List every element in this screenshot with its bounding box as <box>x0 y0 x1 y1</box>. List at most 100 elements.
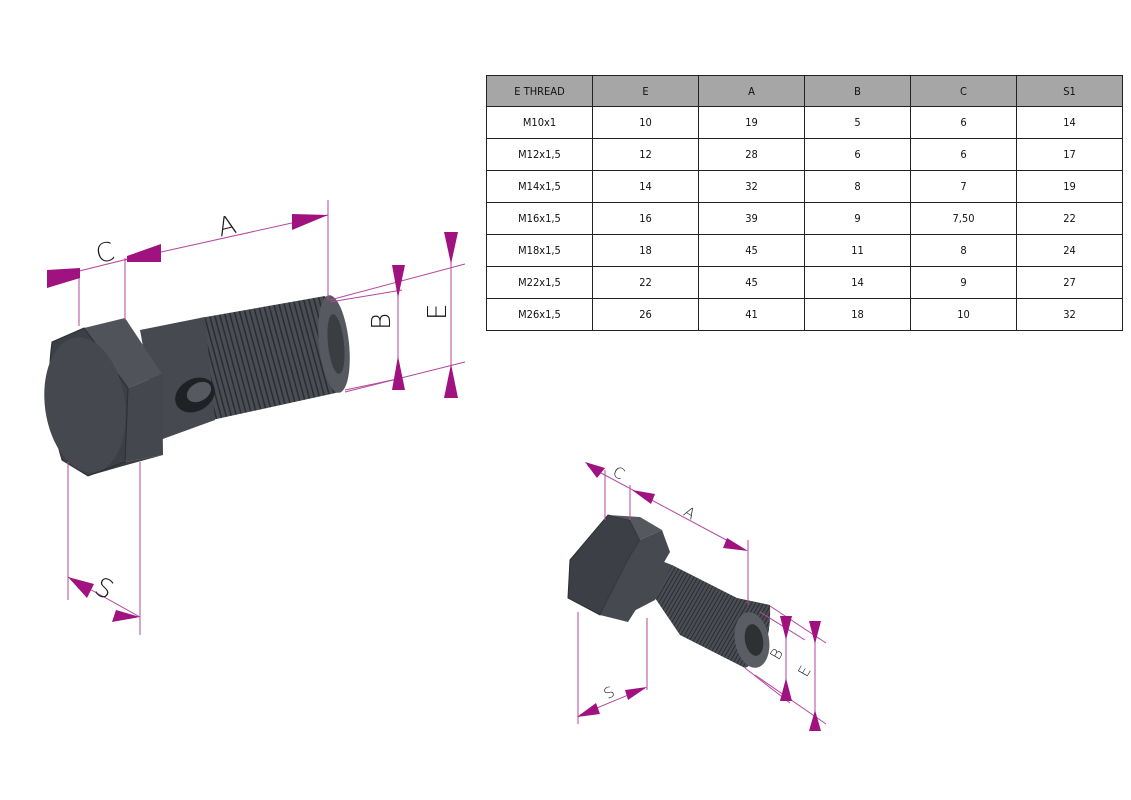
table-cell: 18 <box>804 298 911 331</box>
table-cell: 14 <box>1016 106 1123 139</box>
large-bolt-bore <box>327 314 345 374</box>
small-label-b: B <box>766 645 787 663</box>
table-cell: 10 <box>592 106 699 139</box>
small-arrow-s-left <box>577 703 600 717</box>
table-cell: M22x1,5 <box>486 266 593 299</box>
small-arrow-e-bottom <box>809 710 821 731</box>
large-label-c: C <box>93 237 118 271</box>
table-cell: M14x1,5 <box>486 170 593 203</box>
small-arrow-b-bottom <box>780 678 792 701</box>
table-cell: 8 <box>910 234 1017 267</box>
header-a: A <box>698 75 805 107</box>
arrow-b-top <box>392 265 405 298</box>
table-cell: 27 <box>1016 266 1123 299</box>
header-b: B <box>804 75 911 107</box>
table-cell: 10 <box>910 298 1017 331</box>
header-s1: S1 <box>1016 75 1123 107</box>
header-e: E <box>592 75 699 107</box>
small-arrow-a-left <box>632 490 655 504</box>
arrow-s-left <box>68 577 94 598</box>
table-cell: 22 <box>1016 202 1123 235</box>
dim-b-ext-top <box>329 289 403 303</box>
table-cell: 7 <box>910 170 1017 203</box>
table-cell: 19 <box>698 106 805 139</box>
table-header-row: E THREAD E A B C S1 <box>486 75 1123 107</box>
large-bolt-hex-side-top <box>84 318 162 388</box>
table-cell: 39 <box>698 202 805 235</box>
small-arrow-s-right <box>625 687 647 700</box>
arrow-c-right <box>127 244 161 262</box>
table-row: M26x1,5 26 41 18 10 32 <box>486 298 1123 331</box>
arrow-a-right <box>292 214 328 230</box>
table-cell: 6 <box>910 138 1017 171</box>
small-arrow-b-top <box>780 616 792 640</box>
table-row: M22x1,5 22 45 14 9 27 <box>486 266 1123 299</box>
dim-e-ext-bottom <box>344 361 466 393</box>
large-bolt-hex-side-mid <box>125 374 163 462</box>
table-row: M10x1 10 19 5 6 14 <box>486 106 1123 139</box>
small-dim-ca-line <box>587 465 746 551</box>
spec-table: E THREAD E A B C S1 M10x1 10 19 5 6 14 M… <box>486 75 1123 331</box>
table-cell: M16x1,5 <box>486 202 593 235</box>
small-arrow-a-right <box>723 538 748 551</box>
table-cell: 16 <box>592 202 699 235</box>
header-c: C <box>910 75 1017 107</box>
small-bolt-bore <box>744 624 764 656</box>
table-cell: 28 <box>698 138 805 171</box>
table-cell: M10x1 <box>486 106 593 139</box>
table-cell: M26x1,5 <box>486 298 593 331</box>
small-arrow-e-top <box>809 621 821 644</box>
arrow-c-left <box>47 268 80 288</box>
table-cell: 14 <box>592 170 699 203</box>
arrow-b-bottom <box>392 356 405 390</box>
small-bolt-hex-top <box>608 515 662 540</box>
table-cell: 32 <box>698 170 805 203</box>
table-cell: 32 <box>1016 298 1123 331</box>
table-cell: 6 <box>910 106 1017 139</box>
table-cell: 45 <box>698 234 805 267</box>
small-label-s: S <box>600 682 617 702</box>
arrow-e-bottom <box>444 364 458 398</box>
table-row: M14x1,5 14 32 8 7 19 <box>486 170 1123 203</box>
small-label-a: A <box>681 503 699 524</box>
arrow-e-top <box>444 232 458 264</box>
table-cell: 22 <box>592 266 699 299</box>
small-bolt-dimensions: C A B E S <box>577 462 827 731</box>
table-cell: 9 <box>910 266 1017 299</box>
table-cell: 14 <box>804 266 911 299</box>
small-bolt-hex-side <box>600 530 670 622</box>
large-bolt-cross-hole-inner <box>186 381 212 403</box>
small-arrow-c-left <box>585 462 605 478</box>
large-bolt-thread <box>200 296 344 420</box>
table-cell: 26 <box>592 298 699 331</box>
table-cell: 17 <box>1016 138 1123 171</box>
header-e-thread: E THREAD <box>486 75 593 107</box>
small-label-c: C <box>610 463 628 484</box>
table-cell: 19 <box>1016 170 1123 203</box>
large-label-a: A <box>215 210 240 243</box>
table-row: M18x1,5 18 45 11 8 24 <box>486 234 1123 267</box>
large-label-e: E <box>423 304 453 320</box>
table-cell: 9 <box>804 202 911 235</box>
large-bolt-dimensions: C A B E S <box>46 200 466 635</box>
arrow-s-right <box>112 610 140 622</box>
table-cell: 24 <box>1016 234 1123 267</box>
table-cell: 5 <box>804 106 911 139</box>
table-cell: 11 <box>804 234 911 267</box>
table-cell: 12 <box>592 138 699 171</box>
table-row: M12x1,5 12 28 6 6 17 <box>486 138 1123 171</box>
small-label-e: E <box>794 663 814 680</box>
large-label-s: S <box>89 572 118 606</box>
table-row: M16x1,5 16 39 9 7,50 22 <box>486 202 1123 235</box>
table-cell: 8 <box>804 170 911 203</box>
table-cell: 6 <box>804 138 911 171</box>
large-label-b: B <box>367 313 397 330</box>
large-bolt-head-face <box>44 337 126 473</box>
table-cell: 7,50 <box>910 202 1017 235</box>
table-cell: M12x1,5 <box>486 138 593 171</box>
small-bolt <box>567 514 771 668</box>
large-bolt <box>44 295 350 477</box>
table-cell: 18 <box>592 234 699 267</box>
table-cell: M18x1,5 <box>486 234 593 267</box>
